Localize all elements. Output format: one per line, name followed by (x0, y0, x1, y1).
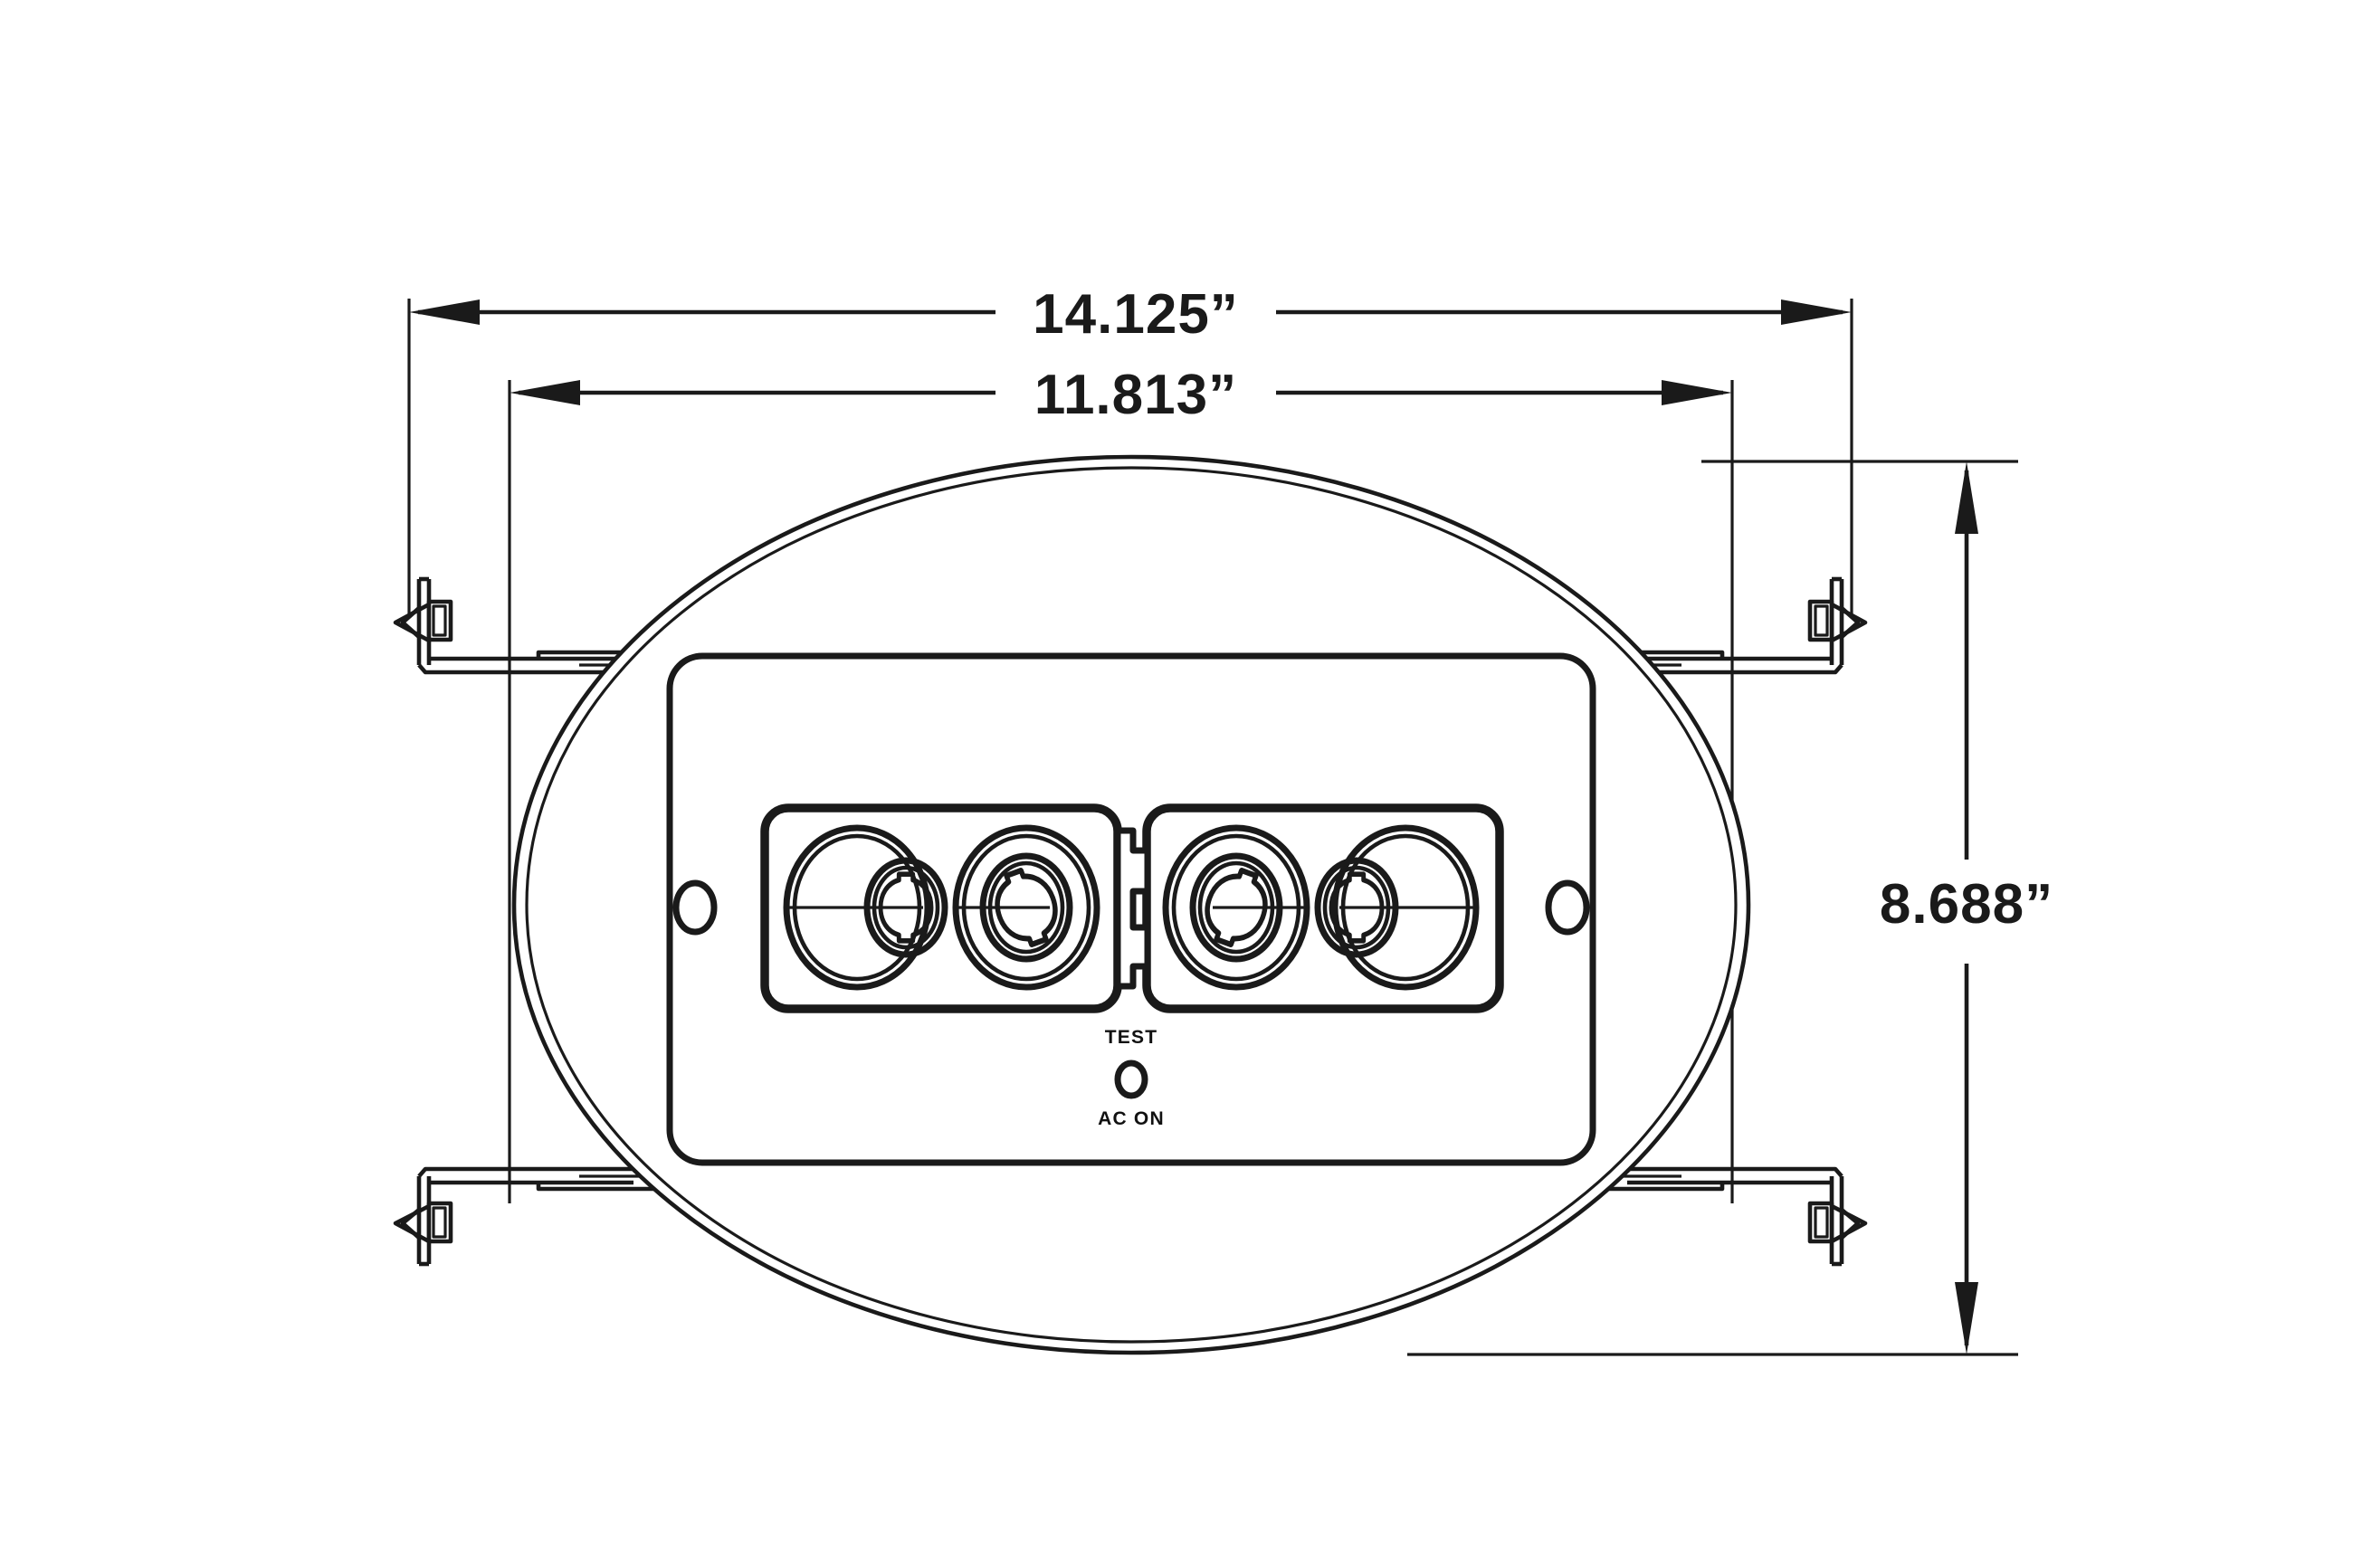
center-connector-tab (1114, 827, 1151, 990)
dimension-plate-height: 8.688” (1407, 460, 2053, 1356)
ac-on-status-label: AC ON (1098, 1108, 1165, 1129)
trim-plate-inner-edge (525, 466, 1738, 1344)
arrowhead-height-top (1955, 461, 1978, 534)
test-and-indicator-group: TEST AC ON (1098, 1027, 1165, 1129)
keyhole-slot-right (1545, 879, 1590, 936)
dimension-label-plate-width: 11.813” (1034, 364, 1237, 426)
dimension-plate-width: 11.813” (508, 364, 1734, 1203)
keyhole-slot-left (672, 879, 718, 936)
mounting-bracket-bottom-left (393, 1166, 767, 1267)
lamp-socket-3 (1162, 824, 1310, 991)
test-button-label: TEST (1105, 1027, 1157, 1048)
dimension-label-plate-height: 8.688” (1880, 873, 2053, 936)
dimension-annotations: 14.125” 11.813” 8.688” (407, 283, 2053, 1356)
lamp-socket-1 (783, 824, 948, 991)
arrowhead-plate-left (510, 380, 580, 405)
connector-tab-outline (1114, 827, 1151, 990)
dimension-label-overall-width: 14.125” (1033, 283, 1239, 346)
mounting-brackets (393, 576, 1868, 1267)
lamp-socket-assembly (760, 803, 1504, 1013)
dimension-overall-width: 14.125” (407, 283, 1853, 615)
ac-on-indicator-led (1114, 1060, 1148, 1099)
arrowhead-plate-right (1662, 380, 1732, 405)
lamp-socket-2 (952, 824, 1100, 991)
arrowhead-overall-right (1781, 299, 1852, 325)
keyhole-slots (672, 879, 1590, 936)
arrowhead-height-bottom (1955, 1282, 1978, 1354)
arrowhead-overall-left (409, 299, 480, 325)
lamp-socket-4 (1314, 824, 1480, 991)
